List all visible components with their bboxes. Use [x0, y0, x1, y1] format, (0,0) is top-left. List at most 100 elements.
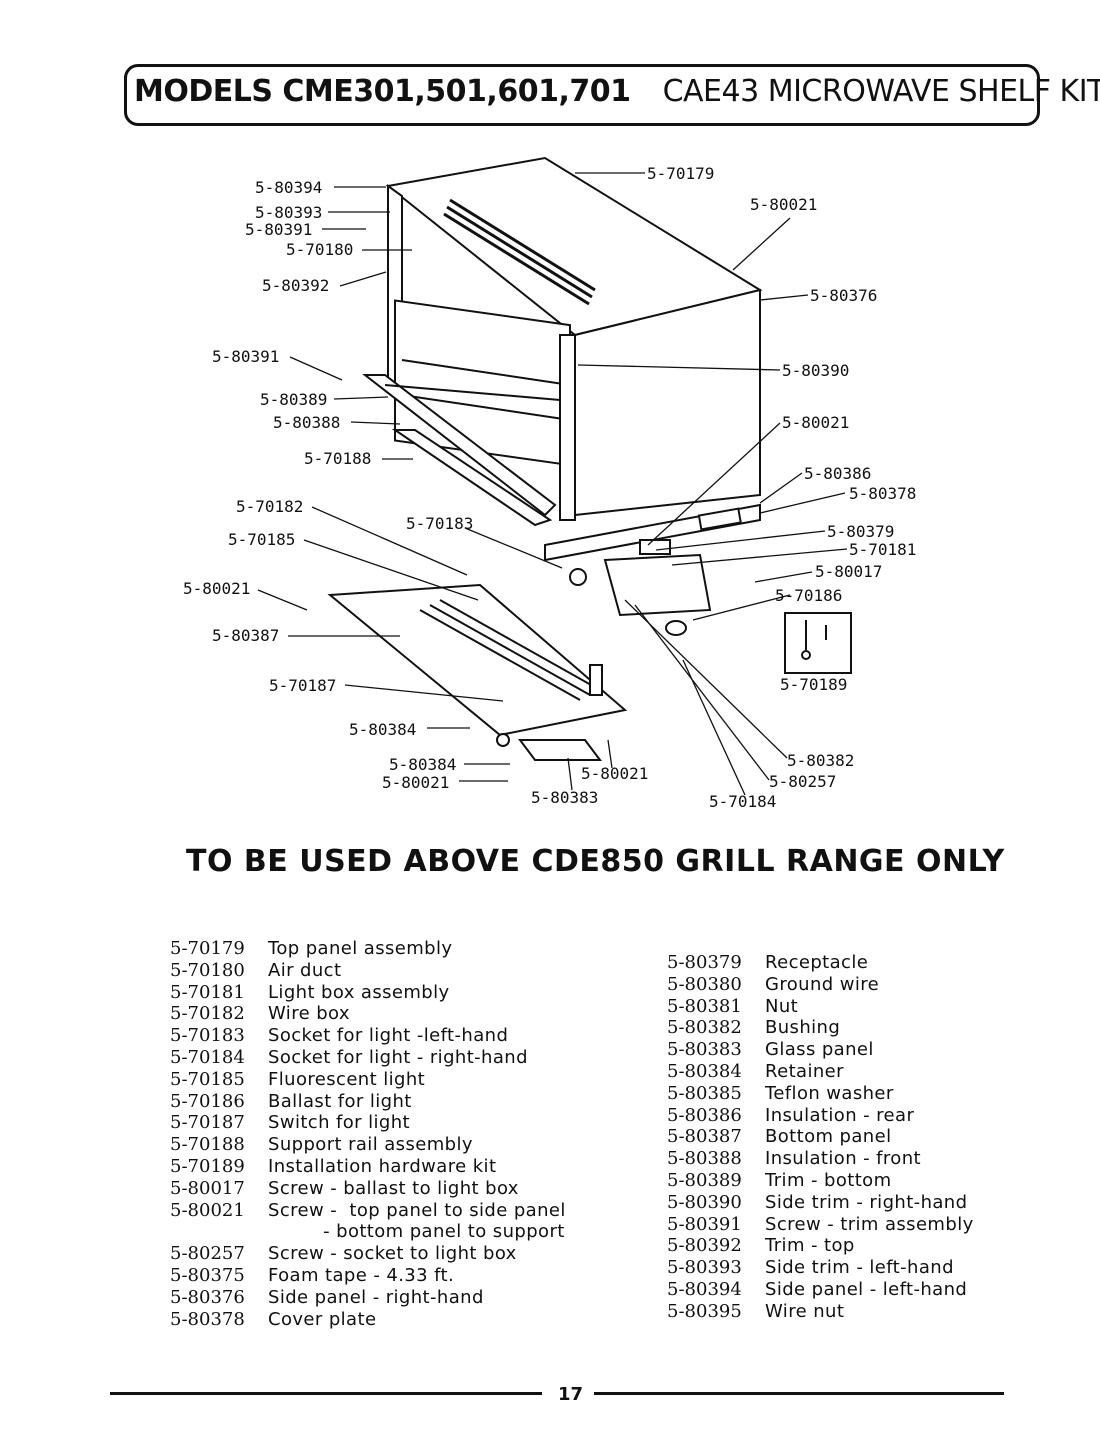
- callout-70186: 5-70186: [775, 586, 842, 605]
- part-description: Installation hardware kit: [268, 1155, 497, 1177]
- part-number: 5-80394: [667, 1278, 742, 1300]
- callout-80383: 5-80383: [531, 788, 598, 807]
- part-description: Screw - trim assembly: [765, 1213, 974, 1235]
- part-description: Nut: [765, 995, 799, 1017]
- part-description: Wire box: [268, 1003, 350, 1025]
- part-description: - bottom panel to support: [268, 1221, 565, 1243]
- part-description: Top panel assembly: [268, 938, 453, 959]
- part-row: 5-80388 Insulation - front: [667, 1148, 974, 1170]
- part-description: Insulation - rear: [765, 1104, 915, 1126]
- part-number: 5-80388: [667, 1148, 742, 1170]
- part-number: 5-80382: [667, 1017, 742, 1039]
- part-row: 5-70179 Top panel assembly: [170, 938, 566, 960]
- callout-70180: 5-70180: [286, 240, 353, 259]
- part-number: 5-70183: [170, 1025, 245, 1047]
- part-description: Trim - bottom: [765, 1169, 892, 1191]
- part-number: 5-70185: [170, 1068, 245, 1090]
- callout-80389: 5-80389: [260, 390, 327, 409]
- part-description: Foam tape - 4.33 ft.: [268, 1264, 455, 1286]
- callout-80393: 5-80393: [255, 203, 322, 222]
- shelf-drawing: [327, 156, 852, 761]
- callout-80391: 5-80391: [212, 347, 279, 366]
- vent-slots: [443, 198, 596, 306]
- part-number: 5-70182: [170, 1003, 245, 1025]
- part-number: 5-80392: [667, 1235, 742, 1257]
- callout-70183: 5-70183: [406, 514, 473, 533]
- bushing: [665, 620, 687, 636]
- part-row: 5-80394 Side panel - left-hand: [667, 1279, 974, 1301]
- callout-80394: 5-80394: [255, 178, 322, 197]
- part-description: Side trim - right-hand: [765, 1191, 968, 1213]
- part-description: Fluorescent light: [268, 1068, 426, 1090]
- page-title: MODELS CME301,501,601,701 CAE43 MICROWAV…: [134, 74, 1100, 109]
- part-description: Side panel - left-hand: [765, 1278, 968, 1300]
- part-number: 5-70189: [170, 1155, 245, 1177]
- part-number: 5-80257: [170, 1243, 245, 1265]
- part-number: 5-70180: [170, 959, 245, 981]
- part-row: 5-80385 Teflon washer: [667, 1083, 974, 1105]
- part-description: Screw - top panel to side panel: [268, 1199, 566, 1221]
- callout-70188: 5-70188: [304, 449, 371, 468]
- part-number: 5-80017: [170, 1177, 245, 1199]
- footer-rule-left: [110, 1392, 542, 1395]
- part-number: 5-70179: [170, 938, 245, 959]
- part-number: 5-80385: [667, 1082, 742, 1104]
- part-description: Glass panel: [765, 1039, 874, 1061]
- part-description: Teflon washer: [765, 1082, 894, 1104]
- part-description: Ballast for light: [268, 1090, 412, 1112]
- part-number: 5-80389: [667, 1169, 742, 1191]
- callout-80388: 5-80388: [273, 413, 340, 432]
- part-number: 5-80383: [667, 1039, 742, 1061]
- callout-80021: 5-80021: [382, 773, 449, 792]
- part-row: 5-70180 Air duct: [170, 960, 566, 982]
- callout-80021: 5-80021: [750, 195, 817, 214]
- part-description: Support rail assembly: [268, 1134, 473, 1156]
- part-row: 5-80376 Side panel - right-hand: [170, 1287, 566, 1309]
- part-number: 5-80376: [170, 1286, 245, 1308]
- part-description: Receptacle: [765, 952, 869, 973]
- part-description: Switch for light: [268, 1112, 410, 1134]
- callout-80376: 5-80376: [810, 286, 877, 305]
- part-row: 5-70188 Support rail assembly: [170, 1134, 566, 1156]
- part-number: 5-80381: [667, 995, 742, 1017]
- part-number: 5-80380: [667, 973, 742, 995]
- hardware-kit-box: [784, 612, 852, 674]
- callout-80017: 5-80017: [815, 562, 882, 581]
- part-row: 5-80390 Side trim - right-hand: [667, 1192, 974, 1214]
- leader-lines: [257, 172, 848, 796]
- title-frame: [124, 64, 1040, 126]
- part-description: Wire nut: [765, 1300, 845, 1322]
- switch: [496, 733, 510, 747]
- receptacle: [639, 539, 671, 555]
- part-number: 5-70186: [170, 1090, 245, 1112]
- part-number: 5-70188: [170, 1134, 245, 1156]
- part-description: Air duct: [268, 959, 342, 981]
- part-row: 5-80387 Bottom panel: [667, 1126, 974, 1148]
- part-description: Side panel - right-hand: [268, 1286, 484, 1308]
- support-rail: [362, 374, 557, 517]
- cover-plate: [697, 507, 742, 531]
- part-description: Insulation - front: [765, 1148, 921, 1170]
- callout-70187: 5-70187: [269, 676, 336, 695]
- part-description: Trim - top: [765, 1235, 855, 1257]
- part-row: 5-70189 Installation hardware kit: [170, 1156, 566, 1178]
- callout-80392: 5-80392: [262, 276, 329, 295]
- callout-80384: 5-80384: [349, 720, 416, 739]
- part-number: 5-80390: [667, 1191, 742, 1213]
- callout-80390: 5-80390: [782, 361, 849, 380]
- usage-heading: TO BE USED ABOVE CDE850 GRILL RANGE ONLY: [186, 844, 1005, 879]
- callout-80378: 5-80378: [849, 484, 916, 503]
- callout-70182: 5-70182: [236, 497, 303, 516]
- callout-70185: 5-70185: [228, 530, 295, 549]
- part-description: Bushing: [765, 1017, 841, 1039]
- part-description: Bottom panel: [765, 1126, 892, 1148]
- part-description: Screw - ballast to light box: [268, 1177, 519, 1199]
- part-number: 5-80387: [667, 1126, 742, 1148]
